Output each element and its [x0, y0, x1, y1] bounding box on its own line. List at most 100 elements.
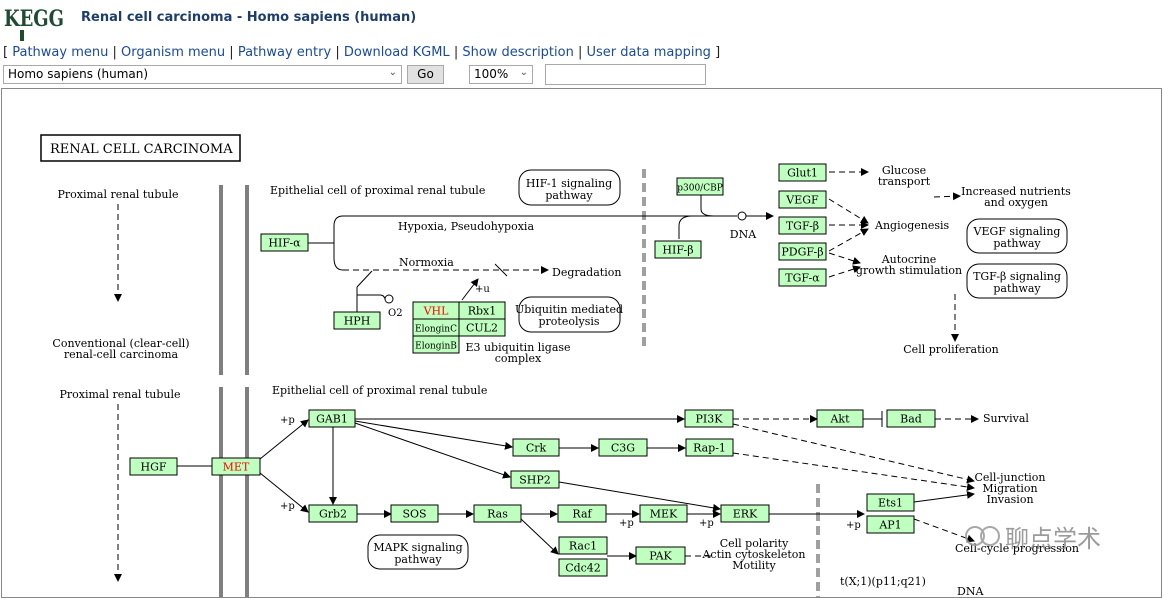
gene-label-mek: MEK — [650, 508, 678, 521]
gene-label-erk: ERK — [733, 508, 758, 521]
gene-sos[interactable]: SOS — [390, 504, 439, 523]
gene-mek[interactable]: MEK — [639, 504, 688, 523]
label-glucose-2: transport — [878, 175, 931, 188]
gene-erk[interactable]: ERK — [720, 504, 770, 523]
svg-text:TGF-β signaling: TGF-β signaling — [973, 270, 1061, 283]
label-dna-2: DNA — [957, 585, 984, 598]
gene-hph[interactable]: HPH — [333, 311, 381, 330]
gene-label-sos: SOS — [402, 508, 426, 521]
tgfb-pathway-map[interactable]: TGF-β signaling pathway — [966, 263, 1068, 299]
gene-grb2[interactable]: Grb2 — [308, 504, 358, 523]
gene-label-bad: Bad — [900, 413, 922, 426]
gene-tgfb[interactable]: TGF-β — [778, 216, 827, 235]
gene-label-elonginb: ElonginB — [415, 342, 457, 352]
gene-vegf[interactable]: VEGF — [778, 190, 827, 209]
label-phospho: +p — [280, 415, 295, 426]
gene-cdc42[interactable]: Cdc42 — [558, 558, 608, 577]
label-angiogenesis: Angiogenesis — [874, 219, 950, 232]
logo-letters: KEGG — [4, 6, 64, 32]
label-translocation: t(X;1)(p11;q21) — [840, 575, 926, 588]
gene-hifb[interactable]: HIF-β — [654, 240, 702, 259]
mapk-pathway-map[interactable]: MAPK signaling pathway — [367, 534, 469, 570]
label-invasion: Invasion — [986, 493, 1033, 506]
gene-ap1[interactable]: AP1 — [866, 515, 915, 534]
gene-elonginb[interactable]: ElonginB — [412, 335, 460, 354]
gene-label-p300: p300/CBP — [677, 184, 723, 194]
zoom-select[interactable]: 100% ⌄ — [469, 65, 533, 84]
gene-glut1[interactable]: Glut1 — [778, 163, 827, 182]
gene-label-ras: Ras — [487, 508, 508, 521]
gene-akt[interactable]: Akt — [816, 409, 864, 428]
gene-raf[interactable]: Raf — [557, 504, 607, 523]
pathway-map: RENAL CELL CARCINOMA Proximal renal tubu… — [1, 88, 1162, 598]
gene-hgf[interactable]: HGF — [129, 457, 178, 476]
gene-hifa[interactable]: HIF-α — [260, 233, 309, 252]
gene-label-tgfa: TGF-α — [785, 272, 820, 285]
gene-label-hifa: HIF-α — [268, 237, 301, 250]
label-hypoxia: Hypoxia, Pseudohypoxia — [398, 220, 534, 233]
gene-label-akt: Akt — [829, 413, 850, 426]
gene-label-elonginc: ElonginC — [415, 325, 457, 335]
label-cell-polarity: Cell polarity — [720, 537, 789, 550]
svg-text:pathway: pathway — [394, 553, 442, 566]
pathway-entry-link[interactable]: Pathway entry — [237, 45, 332, 60]
label-conventional-1: Conventional (clear-cell) — [52, 337, 189, 350]
go-button[interactable]: Go — [407, 65, 444, 84]
membrane-bar — [219, 185, 223, 375]
gene-label-raf: Raf — [572, 508, 592, 521]
label-migration: Migration — [982, 482, 1037, 495]
gene-bad[interactable]: Bad — [886, 409, 936, 428]
gene-ets1[interactable]: Ets1 — [866, 493, 915, 512]
svg-text:VEGF signaling: VEGF signaling — [973, 225, 1061, 238]
gene-tgfa[interactable]: TGF-α — [778, 268, 827, 287]
pathway-menu-link[interactable]: Pathway menu — [12, 45, 109, 60]
search-input[interactable] — [545, 64, 706, 85]
gene-label-met: MET — [223, 461, 250, 474]
gene-pdgfb[interactable]: PDGF-β — [778, 242, 827, 261]
download-kgml-link[interactable]: Download KGML — [343, 45, 450, 60]
gene-pak[interactable]: PAK — [635, 546, 686, 565]
gene-ras[interactable]: Ras — [473, 504, 522, 523]
gene-crk[interactable]: Crk — [512, 438, 560, 457]
gene-label-rap1: Rap-1 — [693, 442, 726, 455]
gene-label-vhl: VHL — [423, 305, 450, 318]
gene-label-cul2: CUL2 — [466, 322, 498, 335]
label-epithelial-cell-1: Epithelial cell of proximal renal tubule — [270, 184, 485, 197]
gene-label-shp2: SHP2 — [519, 474, 551, 487]
gene-shp2[interactable]: SHP2 — [510, 470, 560, 489]
diagram-title-box — [40, 134, 241, 162]
gene-label-cdc42: Cdc42 — [565, 562, 601, 575]
vegf-pathway-map[interactable]: VEGF signaling pathway — [966, 218, 1068, 254]
ubiquitin-pathway-map[interactable]: Ubiquitin mediated proteolysis — [515, 296, 623, 333]
gene-elonginc[interactable]: ElonginC — [412, 318, 460, 337]
show-description-link[interactable]: Show description — [462, 45, 574, 60]
gene-gab1[interactable]: GAB1 — [308, 409, 356, 428]
gene-met[interactable]: MET — [211, 457, 261, 476]
gene-label-grb2: Grb2 — [319, 508, 347, 521]
user-data-mapping-link[interactable]: User data mapping — [586, 45, 711, 60]
label-proximal-tubule-1: Proximal renal tubule — [57, 188, 178, 201]
organism-menu-link[interactable]: Organism menu — [121, 45, 226, 60]
gene-pi3k[interactable]: PI3K — [684, 409, 734, 428]
gene-rap1[interactable]: Rap-1 — [685, 438, 734, 457]
label-glucose-1: Glucose — [882, 164, 926, 177]
gene-rbx1[interactable]: Rbx1 — [458, 301, 506, 320]
organism-select[interactable]: Homo sapiens (human) ⌄ — [3, 65, 402, 84]
gene-label-pi3k: PI3K — [696, 413, 724, 426]
gene-vhl[interactable]: VHL — [412, 301, 460, 320]
label-phospho: +p — [280, 501, 295, 512]
label-autocrine-2: growth stimulation — [856, 264, 962, 277]
membrane-bar — [245, 185, 249, 375]
kegg-logo[interactable]: KEGG — [4, 4, 66, 42]
svg-text:pathway: pathway — [545, 189, 593, 202]
gene-c3g[interactable]: C3G — [598, 438, 648, 457]
svg-text:Ubiquitin mediated: Ubiquitin mediated — [515, 303, 623, 316]
label-phospho: +p — [699, 518, 714, 529]
gene-rac1[interactable]: Rac1 — [558, 536, 608, 555]
gene-cul2[interactable]: CUL2 — [458, 318, 506, 337]
label-phospho: +p — [619, 518, 634, 529]
label-e3-1: E3 ubiquitin ligase — [465, 341, 570, 354]
label-cell-cycle: Cell-cycle progression — [955, 542, 1079, 555]
gene-p300[interactable]: p300/CBP — [676, 177, 724, 196]
hif1-pathway-map[interactable]: HIF-1 signaling pathway — [518, 169, 621, 206]
